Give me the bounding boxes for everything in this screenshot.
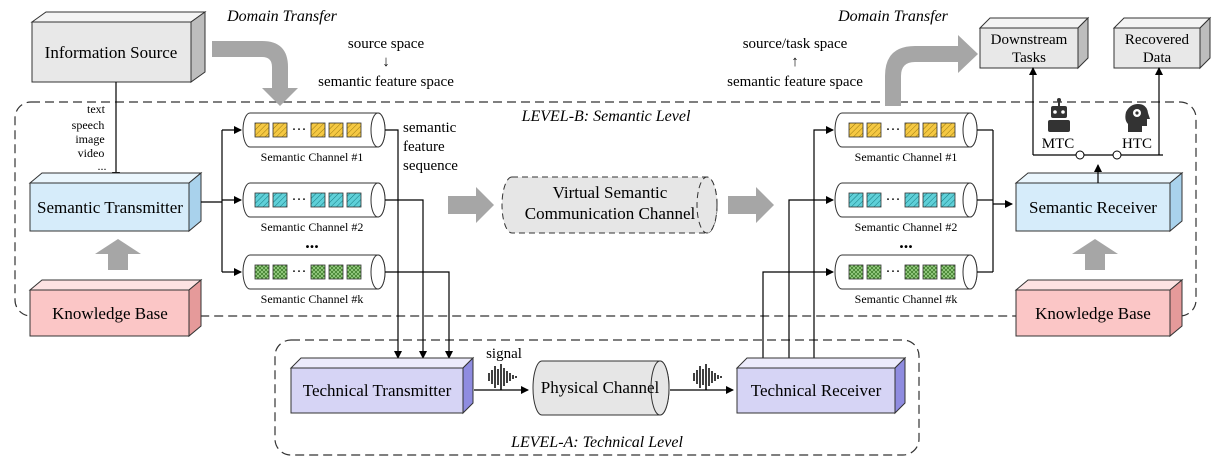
cell-ellipsis: ··· bbox=[292, 264, 307, 280]
level-b-label: LEVEL-B: Semantic Level bbox=[521, 108, 691, 125]
downstream-tasks-box: Downstream Tasks bbox=[978, 16, 1090, 70]
level-a-label: LEVEL-A: Technical Level bbox=[510, 434, 683, 451]
knowledge-base-right-label: Knowledge Base bbox=[1035, 304, 1151, 323]
downstream-tasks-line1: Downstream bbox=[991, 32, 1068, 48]
technical-transmitter-box: Technical Transmitter bbox=[289, 356, 475, 415]
domain-transfer-left-to: semantic feature space bbox=[318, 74, 454, 90]
semantic-channel-left-2-label: Semantic Channel #2 bbox=[261, 220, 364, 234]
semantic-channel-right-2-label: Semantic Channel #2 bbox=[855, 220, 958, 234]
cell-ellipsis: ··· bbox=[292, 122, 307, 138]
knowledge-base-left-box: Knowledge Base bbox=[28, 278, 203, 338]
recovered-data-box: Recovered Data bbox=[1112, 16, 1212, 70]
semantic-channel-left-1-label: Semantic Channel #1 bbox=[261, 150, 364, 164]
cell-ellipsis: ··· bbox=[886, 122, 901, 138]
modality-image: image bbox=[75, 132, 104, 146]
feature-sequence-line1: semantic bbox=[403, 120, 457, 136]
information-source-label: Information Source bbox=[45, 43, 178, 62]
virtual-channel-line2: Communication Channel bbox=[525, 204, 696, 223]
domain-transfer-right-to: semantic feature space bbox=[727, 74, 863, 90]
semantic-channel-right-k-label: Semantic Channel #k bbox=[855, 292, 958, 306]
cell-ellipsis: ··· bbox=[886, 264, 901, 280]
information-source-box: Information Source bbox=[30, 11, 207, 83]
domain-transfer-left-from: source space bbox=[348, 36, 425, 52]
semantic-channel-left-k: ··· Semantic Channel #k bbox=[242, 254, 386, 306]
virtual-channel-arrow-in bbox=[448, 187, 494, 223]
modality-more: ... bbox=[98, 159, 107, 173]
modality-text: text bbox=[87, 102, 106, 116]
signal-waveform-icon-left bbox=[488, 364, 517, 390]
channels-to-technical-transmitter-arrows bbox=[385, 129, 453, 359]
domain-transfer-right-title: Domain Transfer bbox=[837, 8, 949, 25]
feature-sequence-line2: feature bbox=[403, 139, 445, 155]
semantic-channel-left-2: ··· Semantic Channel #2 bbox=[242, 182, 386, 234]
semantic-channel-right-1-label: Semantic Channel #1 bbox=[855, 150, 958, 164]
modality-speech: speech bbox=[72, 118, 105, 132]
virtual-channel-arrow-out bbox=[728, 187, 774, 223]
signal-waveform-icon-right bbox=[693, 364, 722, 390]
transmitter-to-channels-arrows bbox=[201, 126, 242, 276]
semantic-transmitter-label: Semantic Transmitter bbox=[37, 198, 183, 217]
recovered-data-line1: Recovered bbox=[1125, 32, 1190, 48]
robot-icon bbox=[1048, 98, 1070, 132]
semantic-channel-right-k: ··· Semantic Channel #k bbox=[834, 254, 978, 306]
domain-transfer-right-big-arrow bbox=[885, 35, 978, 106]
knowledge-base-left-label: Knowledge Base bbox=[52, 304, 168, 323]
signal-label: signal bbox=[486, 346, 522, 362]
channel-ellipsis-left: ... bbox=[305, 232, 319, 252]
downstream-tasks-line2: Tasks bbox=[1012, 50, 1046, 66]
channel-ellipsis-right: ... bbox=[899, 232, 913, 252]
mtc-label: MTC bbox=[1042, 136, 1075, 152]
technical-transmitter-label: Technical Transmitter bbox=[303, 381, 452, 400]
semantic-receiver-label: Semantic Receiver bbox=[1029, 198, 1157, 217]
semantic-channel-right-2: ··· Semantic Channel #2 bbox=[834, 182, 978, 234]
domain-transfer-left-title: Domain Transfer bbox=[226, 8, 338, 25]
virtual-channel-line1: Virtual Semantic bbox=[553, 183, 668, 202]
htc-label: HTC bbox=[1122, 136, 1152, 152]
physical-channel: Physical Channel bbox=[532, 360, 670, 416]
kb-left-up-arrow bbox=[95, 239, 141, 270]
semantic-channel-left-1: ··· Semantic Channel #1 bbox=[242, 112, 386, 164]
domain-transfer-left-arrow: ↓ bbox=[382, 54, 390, 70]
channels-to-semantic-receiver-arrows bbox=[977, 129, 1013, 273]
physical-channel-label: Physical Channel bbox=[541, 378, 660, 397]
domain-transfer-right-from: source/task space bbox=[743, 36, 848, 52]
semantic-receiver-box: Semantic Receiver bbox=[1014, 171, 1184, 233]
technical-receiver-to-channels-arrows bbox=[762, 126, 834, 362]
kb-right-up-arrow bbox=[1072, 239, 1118, 270]
cell-ellipsis: ··· bbox=[886, 192, 901, 208]
semantic-channel-right-1: ··· Semantic Channel #1 bbox=[834, 112, 978, 164]
domain-transfer-right-arrow: ↑ bbox=[791, 54, 799, 70]
mtc-switch bbox=[1075, 150, 1085, 160]
cell-ellipsis: ··· bbox=[292, 192, 307, 208]
recovered-data-line2: Data bbox=[1143, 50, 1172, 66]
domain-transfer-left-big-arrow bbox=[212, 41, 298, 106]
modality-video: video bbox=[78, 146, 105, 160]
semantic-channel-left-k-label: Semantic Channel #k bbox=[261, 292, 364, 306]
brain-head-icon bbox=[1125, 104, 1150, 132]
feature-sequence-line3: sequence bbox=[403, 158, 458, 174]
source-modalities: text speech image video ... bbox=[72, 102, 107, 173]
htc-switch bbox=[1112, 150, 1122, 160]
virtual-semantic-channel: Virtual Semantic Communication Channel bbox=[501, 176, 718, 234]
level-b-region bbox=[14, 101, 1197, 317]
knowledge-base-right-box: Knowledge Base bbox=[1014, 278, 1184, 338]
technical-receiver-label: Technical Receiver bbox=[751, 381, 882, 400]
level-a-region bbox=[274, 339, 920, 456]
semantic-transmitter-box: Semantic Transmitter bbox=[28, 171, 203, 233]
technical-receiver-box: Technical Receiver bbox=[735, 356, 907, 415]
